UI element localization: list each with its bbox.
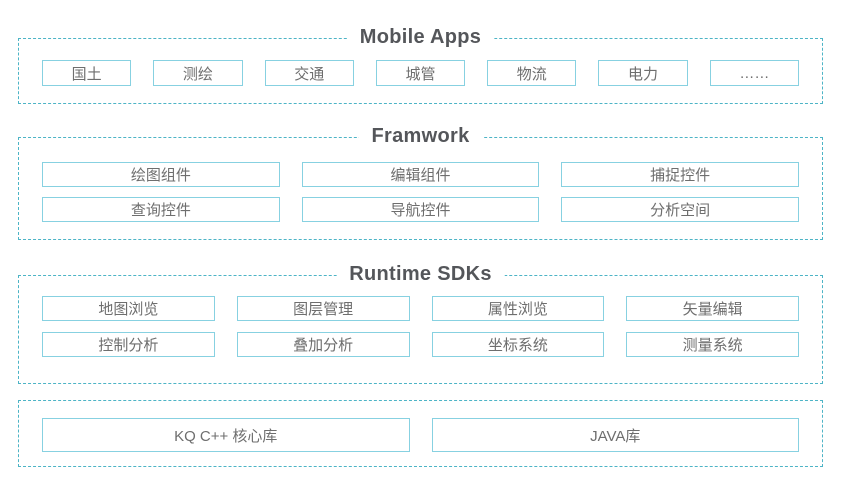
section-title: Framwork (358, 125, 483, 148)
diagram-box-cpp-core-lib: KQ C++ 核心库 (42, 418, 410, 452)
diagram-box: 分析空间 (561, 197, 800, 222)
diagram-box: 导航控件 (301, 197, 540, 222)
diagram-box: 物流 (487, 60, 577, 86)
diagram-box-java-lib: JAVA库 (431, 418, 799, 452)
diagram-box: 国土 (42, 60, 132, 86)
diagram-box: 交通 (264, 60, 354, 86)
section-mobile-apps: Mobile Apps 国土 测绘 交通 城管 物流 电力 …… (18, 26, 823, 104)
diagram-box: 矢量编辑 (626, 296, 799, 321)
diagram-box: 绘图组件 (42, 162, 280, 187)
box-row: 查询控件 导航控件 分析空间 (19, 197, 822, 222)
box-row: 地图浏览 图层管理 属性浏览 矢量编辑 (19, 296, 822, 321)
diagram-box: 查询控件 (42, 197, 280, 222)
diagram-box: 测量系统 (626, 332, 799, 357)
box-row: KQ C++ 核心库 JAVA库 (19, 418, 822, 452)
section-runtime-sdks: Runtime SDKs 地图浏览 图层管理 属性浏览 矢量编辑 控制分析 叠加… (18, 263, 823, 384)
box-row: 绘图组件 编辑组件 捕捉控件 (19, 162, 822, 187)
diagram-box: 图层管理 (236, 296, 410, 321)
diagram-box: 地图浏览 (42, 296, 215, 321)
diagram-box: 捕捉控件 (561, 162, 800, 187)
diagram-box: 坐标系统 (431, 332, 605, 357)
section-core-libraries: KQ C++ 核心库 JAVA库 (18, 400, 823, 467)
section-title: Runtime SDKs (336, 263, 505, 286)
section-framework: Framwork 绘图组件 编辑组件 捕捉控件 查询控件 导航控件 分析空间 (18, 125, 823, 240)
diagram-box-ellipsis: …… (709, 60, 799, 86)
box-row: 国土 测绘 交通 城管 物流 电力 …… (19, 60, 822, 86)
diagram-box: 编辑组件 (301, 162, 540, 187)
diagram-box: 城管 (375, 60, 466, 86)
diagram-box: 控制分析 (42, 332, 215, 357)
diagram-box: 测绘 (153, 60, 243, 86)
diagram-box: 属性浏览 (431, 296, 605, 321)
diagram-box: 叠加分析 (236, 332, 410, 357)
box-row: 控制分析 叠加分析 坐标系统 测量系统 (19, 332, 822, 357)
section-title: Mobile Apps (346, 26, 495, 49)
diagram-box: 电力 (598, 60, 688, 86)
